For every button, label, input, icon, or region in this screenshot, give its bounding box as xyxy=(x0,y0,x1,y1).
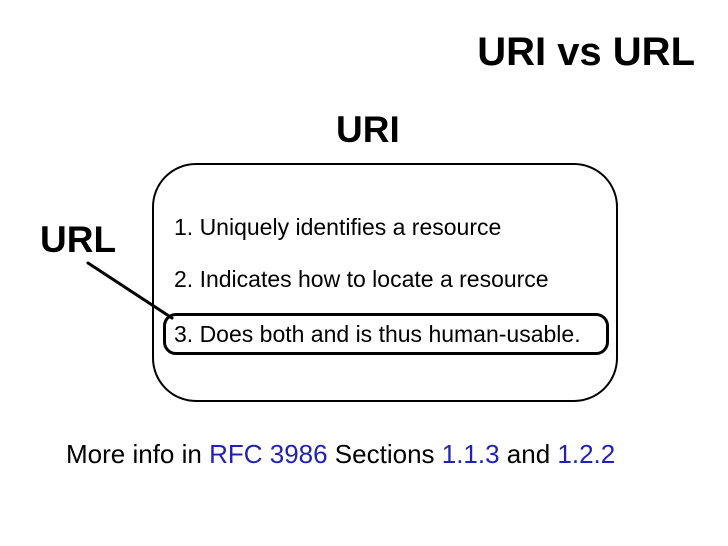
url-highlight-box: 3. Does both and is thus human-usable. xyxy=(163,313,609,355)
section-1-2-2-link[interactable]: 1.2.2 xyxy=(557,439,616,469)
footer-sections-word: Sections xyxy=(327,439,442,469)
url-label: URL xyxy=(40,219,117,260)
list-item-2: 2. Indicates how to locate a resource xyxy=(174,266,549,292)
uri-box xyxy=(152,163,618,402)
section-1-1-3-link[interactable]: 1.1.3 xyxy=(441,439,500,469)
uri-label: URI xyxy=(336,109,400,150)
list-item-1: 1. Uniquely identifies a resource xyxy=(174,214,502,240)
footer-text: More info in RFC 3986 Sections 1.1.3 and… xyxy=(66,439,615,470)
slide-title: URI vs URL xyxy=(477,30,695,74)
list-item-3: 3. Does both and is thus human-usable. xyxy=(174,320,581,347)
footer-and-word: and xyxy=(499,439,558,469)
rfc-3986-link[interactable]: RFC 3986 xyxy=(209,439,328,469)
footer-prefix: More info in xyxy=(66,439,210,469)
